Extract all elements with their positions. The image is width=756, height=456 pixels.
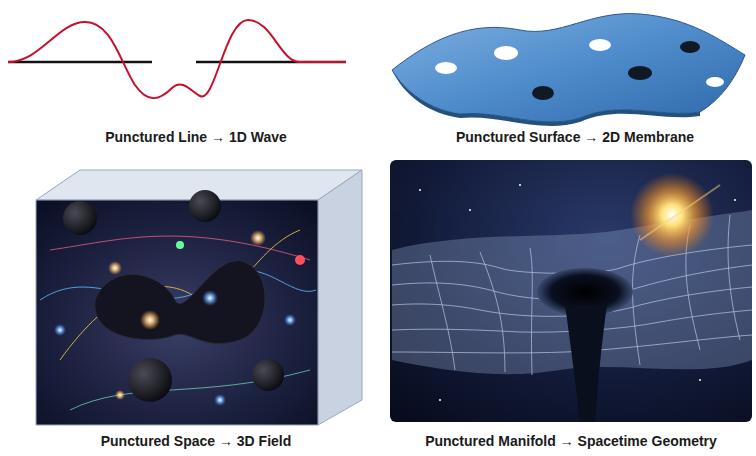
panel-caption: Punctured Manifold → Spacetime Geometry [425, 432, 717, 450]
panel-caption: Punctured Space → 3D Field [101, 432, 292, 450]
panel-caption: Punctured Surface → 2D Membrane [456, 128, 694, 146]
field-cube-figure [36, 170, 362, 425]
wave-figure [8, 20, 346, 98]
membrane-figure [392, 14, 745, 126]
spacetime-figure [390, 160, 752, 422]
panel-caption: Punctured Line → 1D Wave [105, 128, 287, 146]
